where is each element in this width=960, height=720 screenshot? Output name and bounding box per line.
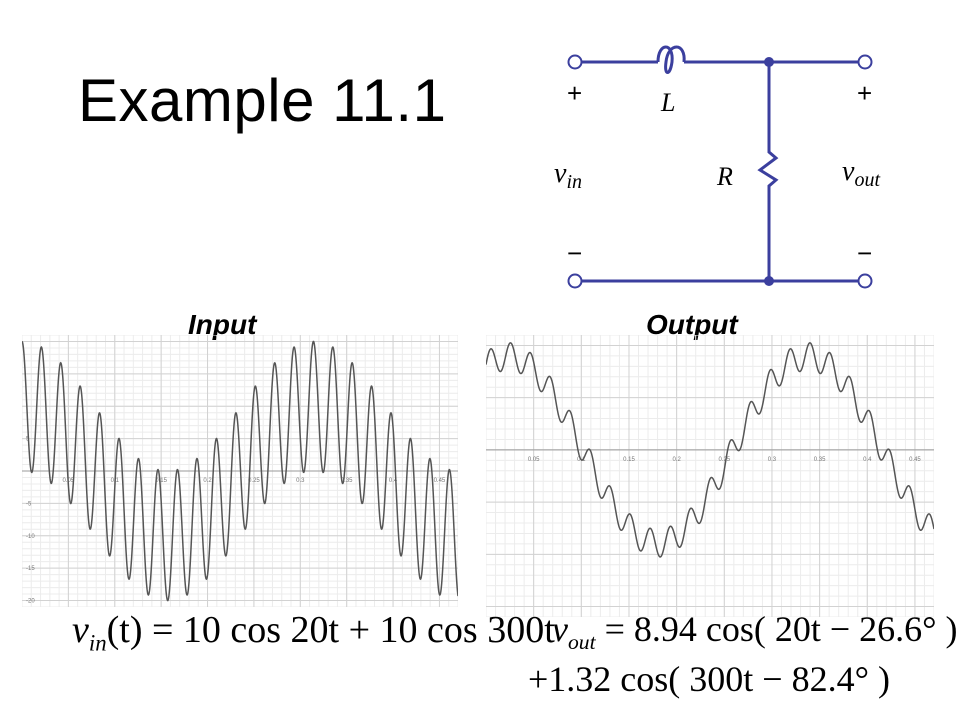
resistor-zigzag (757, 62, 779, 281)
vout-label: vout (842, 156, 880, 191)
x-tick-label: 0.45 (434, 478, 446, 484)
terminal-top-right (857, 54, 873, 70)
vout-equation-line2: +1.32 cos( 300t − 82.4° ) (528, 659, 890, 699)
minus-left-label: − (567, 238, 582, 268)
vin-equation: vin(t) = 10 cos 20t + 10 cos 300t (72, 608, 555, 657)
x-tick-label: 0.2 (203, 478, 212, 484)
terminal-bottom-left (567, 273, 583, 289)
vin-sub: in (566, 171, 582, 193)
terminal-bottom-right (857, 273, 873, 289)
waveform-input (22, 340, 458, 602)
minor-grid (486, 335, 934, 617)
waveform-output (486, 342, 934, 558)
resistor-label: R (716, 162, 733, 191)
vout-sub: out (854, 169, 880, 191)
x-tick-label: 0.2 (672, 457, 681, 463)
vout-var: v (842, 156, 855, 187)
x-tick-label: 0.15 (623, 457, 635, 463)
x-tick-label: 0.45 (909, 457, 921, 463)
vin-var: v (554, 158, 567, 189)
x-tick-label: 0.35 (814, 457, 826, 463)
y-tick-label: -15 (26, 566, 35, 572)
vout-eq-rhs: = 8.94 cos( 20t − 26.6° ) (595, 609, 958, 649)
terminal-top-left (567, 54, 583, 70)
x-tick-label: 0.3 (296, 478, 305, 484)
y-tick-label: -20 (26, 599, 35, 605)
y-tick-label: -10 (26, 534, 35, 540)
top-junction-node (764, 57, 774, 67)
x-tick-label: 0.3 (768, 457, 777, 463)
slide-title: Example 11.1 (78, 67, 447, 134)
x-tick-label: 0.4 (389, 478, 398, 484)
x-tick-label: 0.25 (718, 457, 730, 463)
inductor-coil (656, 45, 686, 74)
lr-circuit-diagram: + + − − L R vin vout (554, 45, 880, 289)
x-tick-label: 0.4 (863, 457, 872, 463)
inductor-label: L (660, 88, 675, 117)
vin-eq-sub: in (88, 630, 107, 656)
x-tick-label: 0.15 (155, 478, 167, 484)
bottom-junction-node (764, 276, 774, 286)
vout-equation-line1: vout = 8.94 cos( 20t − 26.6° ) (552, 608, 958, 655)
vin-label: vin (554, 158, 582, 193)
vout-eq-var: v (552, 609, 568, 649)
vin-eq-rhs: (t) = 10 cos 20t + 10 cos 300t (106, 609, 555, 651)
x-tick-label: 0.25 (248, 478, 260, 484)
plus-left-label: + (567, 78, 582, 108)
y-tick-label: -5 (26, 501, 32, 507)
vout-eq-sub: out (567, 630, 596, 655)
minus-right-label: − (857, 238, 872, 268)
plus-right-label: + (857, 78, 872, 108)
vin-eq-var: v (72, 609, 89, 651)
x-tick-label: 0.35 (341, 478, 353, 484)
x-tick-label: 0.05 (528, 457, 540, 463)
